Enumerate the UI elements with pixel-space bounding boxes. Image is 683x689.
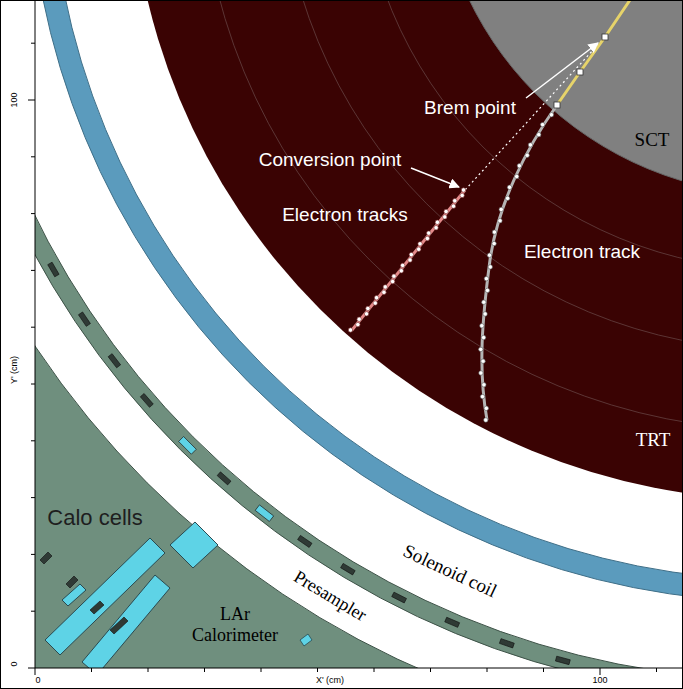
region-label: Calo cells [47,505,142,530]
presampler-cell [392,592,407,603]
tick-label: 100 [592,675,607,685]
presampler-cell [179,437,197,455]
presampler-cell [341,563,356,574]
tick-label: 0 [35,675,40,685]
part-label: Presampler [290,566,370,625]
electron-track [482,105,557,420]
solenoid-coil [35,0,683,602]
electron-track [557,0,630,105]
track-label: Electron track [524,241,640,263]
calo-cell [170,522,218,568]
x-axis [35,668,683,669]
presampler-cell [140,394,153,408]
callout-label: Brem point [424,97,516,119]
callout-label: Conversion point [259,149,402,171]
presampler-cell [255,505,273,522]
presampler-cell [298,535,312,547]
tick-label: 0 [9,661,19,666]
region-label: LAr Calorimeter [180,604,290,645]
presampler-cell [499,639,514,648]
calo-cell [82,575,170,668]
axis-title: Y' (cm) [9,356,19,384]
region-label: SCT [635,129,670,151]
axis-title: X' (cm) [316,675,344,685]
tick-label: 100 [9,92,19,107]
leader-arrow [411,168,459,187]
presampler-cell [78,312,90,326]
presampler-cell [555,656,570,664]
presampler-cell [48,262,59,277]
track-label: Electron tracks [282,204,408,226]
leader-arrow [526,43,598,98]
presampler-cell [445,617,460,627]
presampler-band [35,0,683,668]
presampler-cell [108,354,120,368]
region-label: TRT [636,429,671,451]
trt-region [130,0,683,500]
presampler-cell [217,472,231,485]
part-label: Solenoid coil [400,540,501,602]
